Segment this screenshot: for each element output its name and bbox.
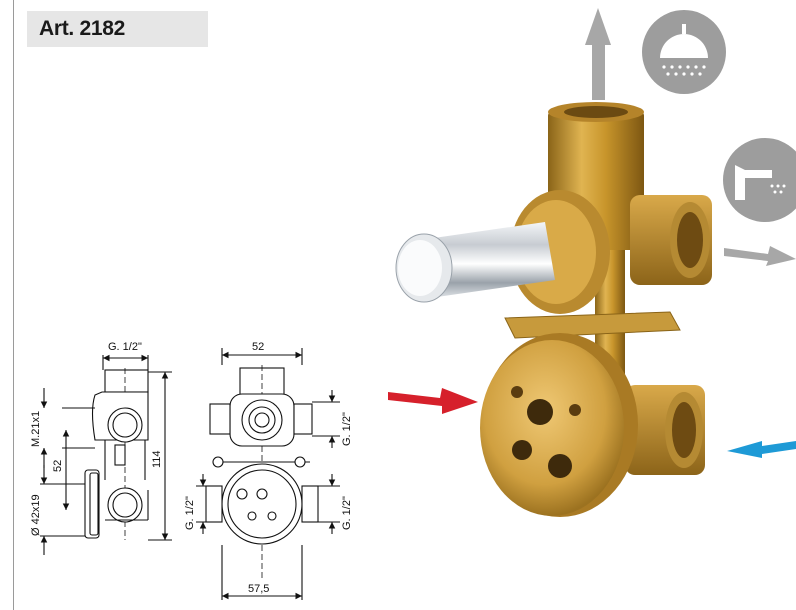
side-view-drawing <box>40 354 172 555</box>
dim-m21: M.21x1 <box>30 411 42 447</box>
dim-114: 114 <box>151 450 163 468</box>
dim-42: Ø 42x19 <box>30 494 42 536</box>
dim-side-thread: G. 1/2" <box>108 341 142 353</box>
dim-52-vertical: 52 <box>52 460 64 472</box>
front-view-drawing <box>196 348 340 600</box>
article-label-box: Art. 2182 <box>27 11 208 47</box>
shower-icon <box>642 10 726 94</box>
outlet-arrow-right <box>724 246 796 266</box>
dim-front-top-52: 52 <box>252 341 264 353</box>
hot-inlet-arrow <box>388 388 478 414</box>
valve-body <box>395 102 712 517</box>
article-code: Art. 2182 <box>39 17 126 40</box>
bath-spout-icon <box>723 138 796 222</box>
page-margin-line <box>13 0 14 610</box>
dim-front-thread-left-lower: G. 1/2" <box>184 496 196 530</box>
dim-front-thread-right-upper: G. 1/2" <box>341 412 353 446</box>
cold-inlet-arrow <box>727 441 796 458</box>
dim-front-bottom-57-5: 57,5 <box>248 583 269 595</box>
dim-front-thread-right-lower: G. 1/2" <box>341 496 353 530</box>
outlet-arrow-up <box>585 8 611 100</box>
